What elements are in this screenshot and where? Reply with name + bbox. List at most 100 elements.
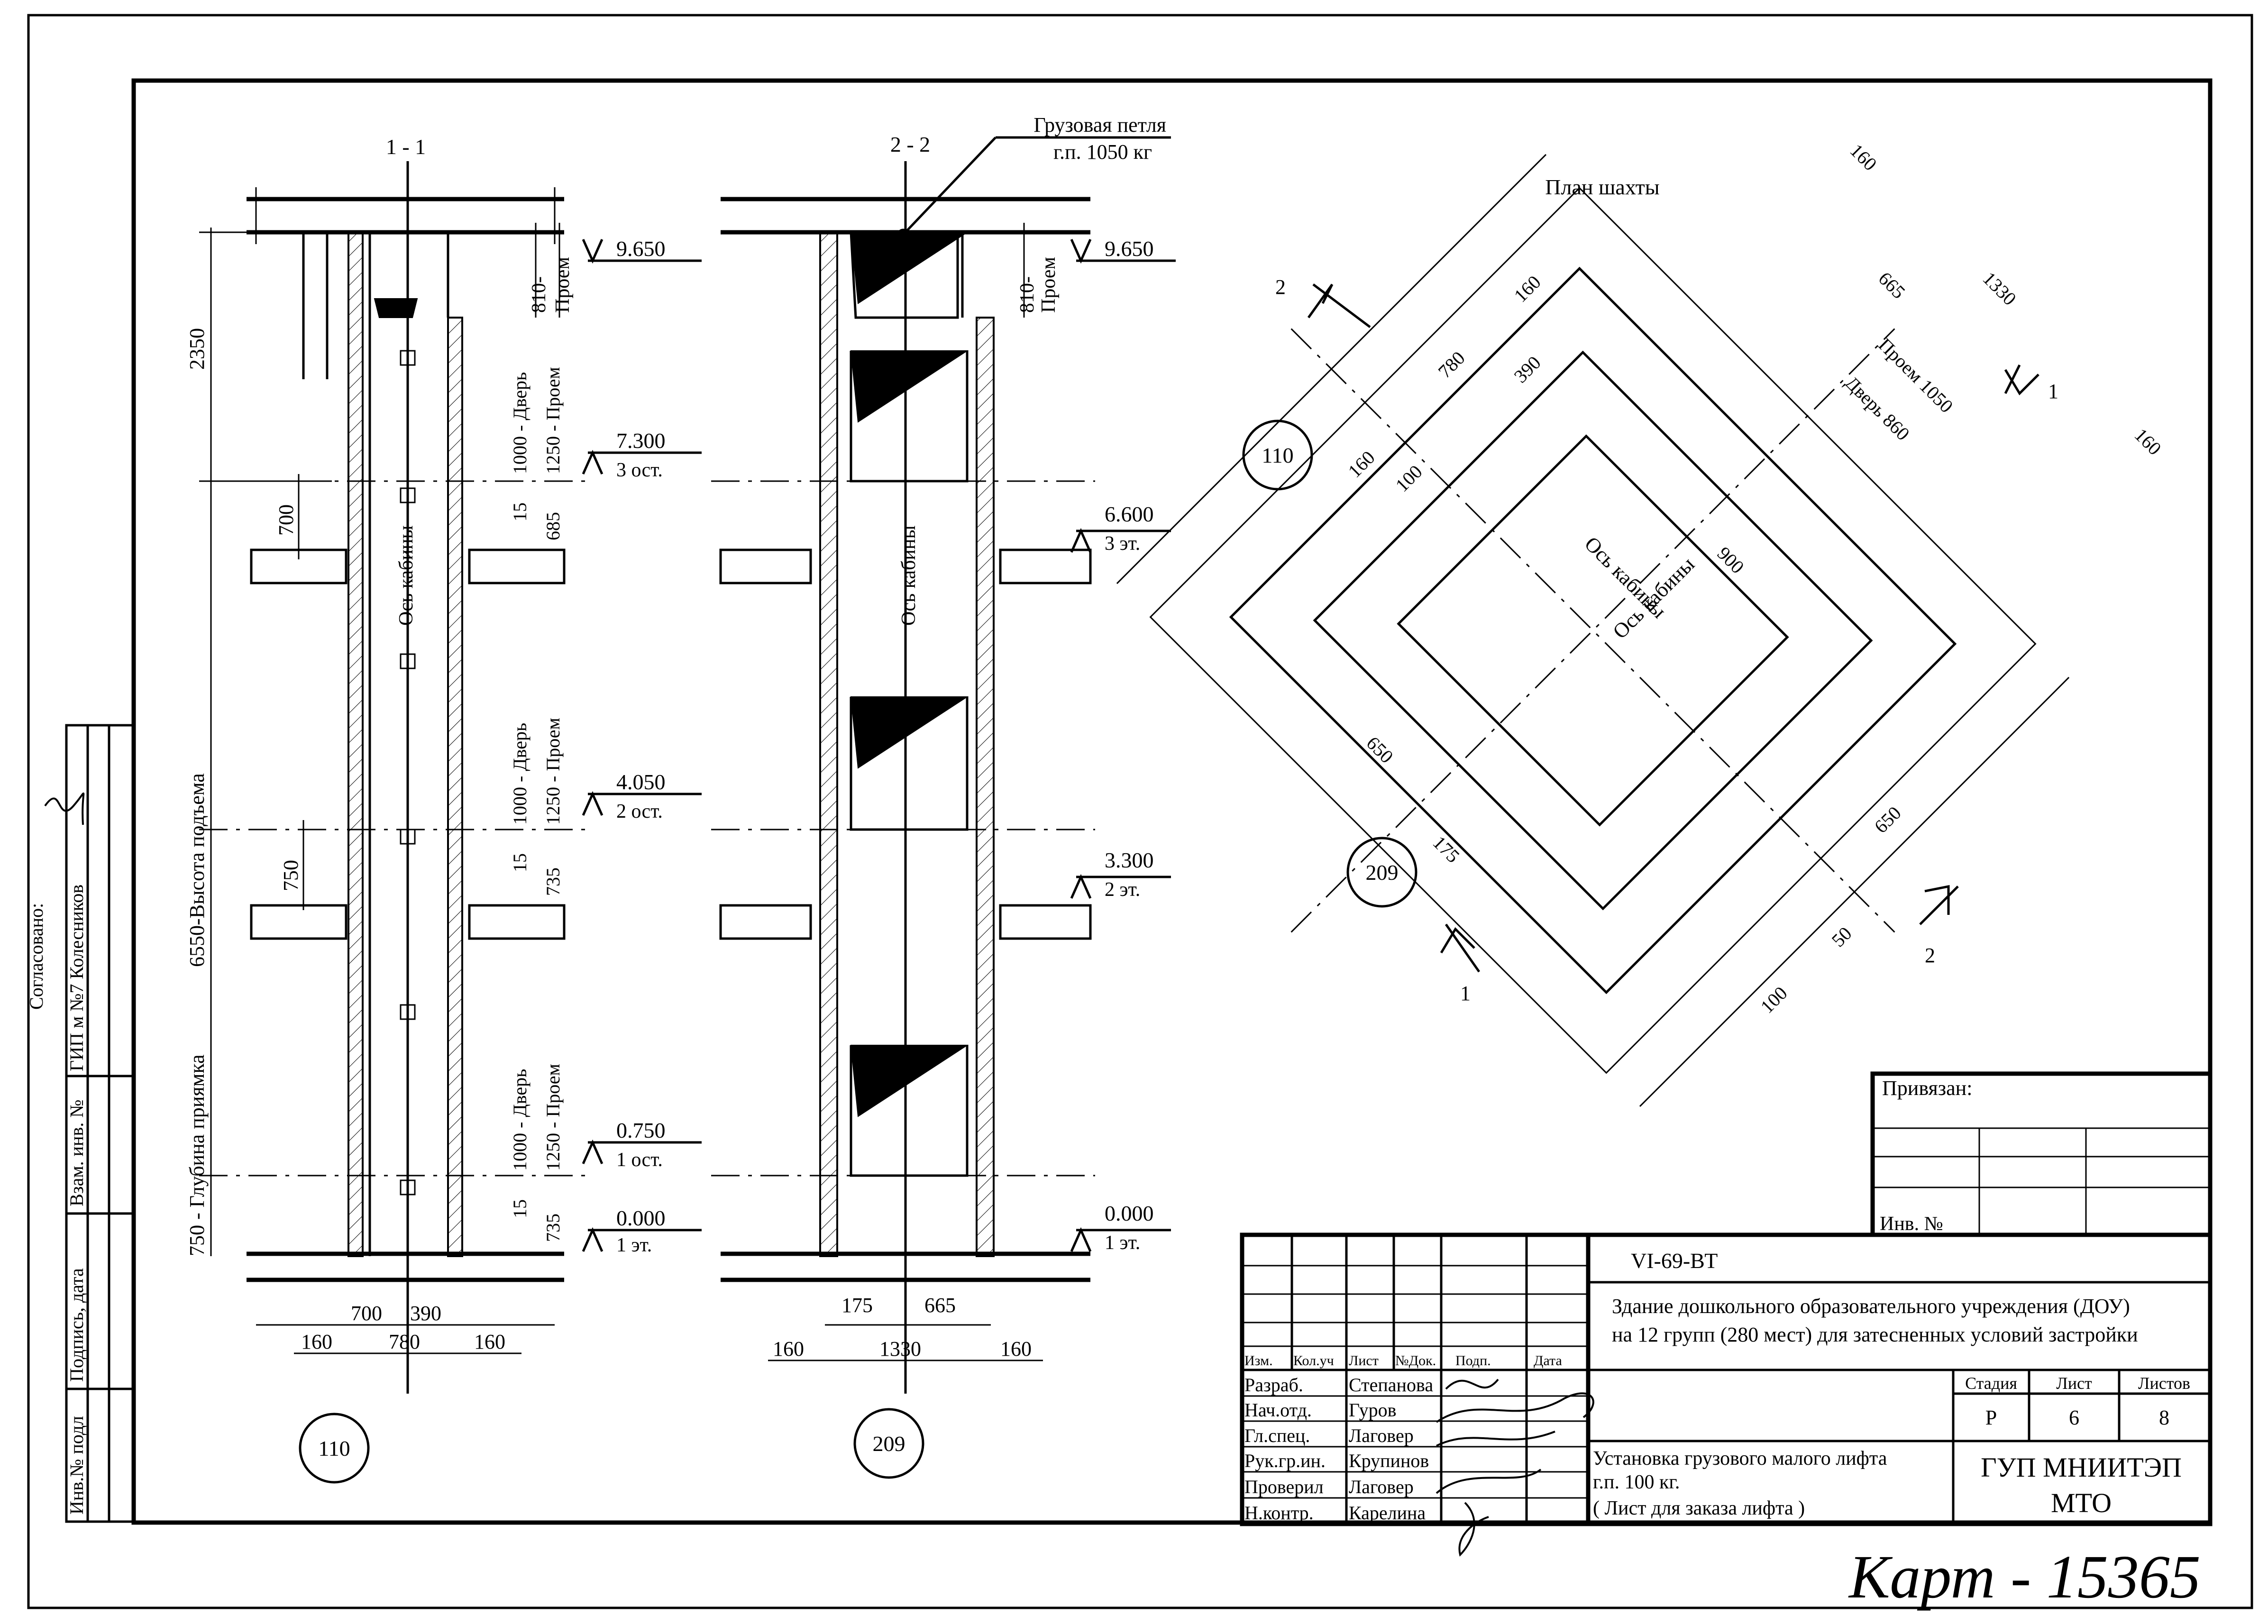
s22-level-9650: 9.650 [1105, 237, 1154, 261]
s22-dim-1330: 1330 [879, 1337, 921, 1360]
strip-cell-2: Подпись, дата [66, 1268, 87, 1382]
s11-level-7300: 7.300 [616, 429, 666, 453]
tb-name-0: Степанова [1349, 1374, 1433, 1396]
section-2-2: 2 - 2 Грузовая петля г.п. 1050 [711, 113, 1176, 1479]
s22-cabins [850, 232, 969, 1177]
plan-dim-160-a: 160 [1846, 140, 1881, 175]
s22-axis: Ось кабины [898, 525, 920, 626]
plan-axis-bubble-110: 110 [1262, 443, 1293, 467]
s22-dim-175: 175 [841, 1294, 873, 1317]
plan-dim-780: 780 [1434, 347, 1469, 382]
s22-callout-2: г.п. 1050 кг [1053, 140, 1152, 164]
tb-col-3: №Док. [1395, 1353, 1436, 1369]
plan-dim-160-c: 160 [1510, 271, 1545, 306]
tb-building-1: Здание дошкольного образовательного учре… [1612, 1295, 2130, 1318]
tb-org-2: МТО [2051, 1487, 2112, 1518]
left-approval-strip: Согласовано: ГИП м №7 Колесников Взам. и… [26, 724, 134, 1523]
dim-pit-depth: 750 - Глубина приямка [185, 1054, 209, 1256]
strip-gip: ГИП м №7 Колесников [66, 885, 87, 1071]
tb-stage: Р [1985, 1406, 1997, 1429]
dim-opening-3: 1250 - Проем [542, 367, 564, 474]
dim-opening-top: Проем [552, 257, 574, 313]
s11-dim-390: 390 [410, 1302, 441, 1325]
s22-label-1: 1 эт. [1105, 1232, 1140, 1254]
dim-15-b: 15 [509, 853, 530, 872]
title-block: Привязан: Инв. № Изм. Кол.уч Лис [1240, 1071, 2213, 1557]
tb-tied-to: Привязан: [1882, 1077, 1972, 1100]
section-1-1: 1 - 1 Ось кабины [185, 135, 702, 1484]
outer-frame [27, 14, 2253, 1609]
plan-dim-900: 900 [1713, 543, 1748, 578]
s11-dim-160-b: 160 [474, 1330, 505, 1353]
s11-dim-700: 700 [351, 1302, 382, 1325]
s11-label-1: 1 ост. [616, 1149, 663, 1171]
plan-dim-100-b: 100 [1756, 982, 1792, 1017]
s22-dim-opening: Проем [1038, 257, 1060, 313]
tb-role-4: Проверил [1244, 1476, 1324, 1497]
dim-15-c: 15 [509, 1199, 530, 1218]
tb-role-2: Гл.спец. [1244, 1425, 1310, 1446]
plan-dim-390: 390 [1510, 352, 1545, 387]
tb-role-0: Разраб. [1244, 1374, 1303, 1396]
dim-opening-2: 1250 - Проем [542, 718, 564, 825]
s11-dim-780: 780 [389, 1330, 420, 1353]
tb-stage-head: Стадия [1965, 1374, 2017, 1393]
s22-label-3: 3 эт. [1105, 533, 1140, 555]
plan-dim-650-b: 650 [1870, 802, 1905, 837]
s22-dim-665: 665 [924, 1294, 956, 1317]
section-2-2-title: 2 - 2 [890, 132, 930, 156]
plan-dim-160-d: 160 [1344, 447, 1379, 482]
s22-levels: 9.650 6.600 3 эт. 3.300 2 эт. 0.000 1 эт… [1070, 237, 1176, 1254]
tb-role-1: Нач.отд. [1244, 1399, 1312, 1421]
s11-axis-bubble: 110 [318, 1436, 350, 1460]
handwritten-note: Карт - 15365 [1848, 1543, 2201, 1611]
s11-levels: 9.650 7.300 3 ост. 4.050 2 ост. 0.750 1 … [582, 237, 702, 1256]
s11-level-9650: 9.650 [616, 237, 666, 261]
tb-name-4: Лаговер [1349, 1476, 1414, 1497]
tb-name-5: Карелина [1349, 1502, 1426, 1524]
tb-org-1: ГУП МНИИТЭП [1981, 1452, 2182, 1483]
s22-axis-bubble: 209 [873, 1432, 905, 1456]
s22-callout-1: Грузовая петля [1033, 113, 1166, 137]
dim-700: 700 [274, 504, 298, 536]
tb-col-2: Лист [1349, 1353, 1379, 1369]
tb-name-1: Гуров [1349, 1399, 1397, 1421]
s22-label-2: 2 эт. [1105, 879, 1140, 901]
plan-mark-2-bottom: 2 [1925, 944, 1935, 967]
tb-sheet-head: Лист [2056, 1374, 2092, 1393]
dim-opening-1: 1250 - Проем [542, 1064, 564, 1171]
plan-dim-175: 175 [1429, 832, 1464, 867]
s11-label-1et: 1 эт. [616, 1234, 652, 1256]
dim-door-3: 1000 - Дверь [509, 372, 530, 474]
plan-dim-160-b: 160 [2131, 424, 2166, 459]
s11-dim-160-a: 160 [301, 1330, 332, 1353]
tb-sheets-head: Листов [2138, 1374, 2190, 1393]
s22-dim-810: 810- [1016, 276, 1038, 313]
tb-col-1: Кол.уч [1293, 1353, 1334, 1369]
plan-axis-bubble-209: 209 [1366, 860, 1399, 885]
s11-level-0000: 0.000 [616, 1206, 666, 1230]
section-1-1-title: 1 - 1 [386, 135, 426, 159]
plan-title: План шахты [1545, 175, 1659, 199]
plan-dim-50: 50 [1828, 922, 1856, 951]
s11-level-4050: 4.050 [616, 770, 666, 794]
plan-mark-1-bottom: 1 [1460, 982, 1471, 1005]
dim-810: 810- [528, 276, 550, 313]
s22-level-0000: 0.000 [1105, 1201, 1154, 1225]
section-1-1-axis: Ось кабины [395, 525, 417, 626]
tb-inv-no: Инв. № [1880, 1213, 1943, 1235]
tb-name-3: Крупинов [1349, 1450, 1429, 1471]
plan-dim-100-a: 100 [1391, 461, 1427, 496]
dim-685: 685 [542, 512, 564, 540]
dim-15-a: 15 [509, 502, 530, 521]
dim-735-a: 735 [542, 867, 564, 896]
strip-cell-3: Инв.№ подл [66, 1416, 87, 1515]
dim-lift-height: 6550-Высота подъема [185, 773, 209, 967]
shaft-plan: План шахты 160 665 1330 160 Проем 1050 Д… [1116, 140, 2166, 1107]
s22-dim-160-a: 160 [773, 1337, 804, 1360]
tb-sheet-title-3: ( Лист для заказа лифта ) [1593, 1497, 1805, 1519]
s11-label-2: 2 ост. [616, 801, 663, 822]
plan-mark-1-right: 1 [2048, 380, 2058, 403]
strip-agreed: Согласовано: [26, 903, 47, 1010]
tb-role-3: Рук.гр.ин. [1244, 1450, 1326, 1471]
